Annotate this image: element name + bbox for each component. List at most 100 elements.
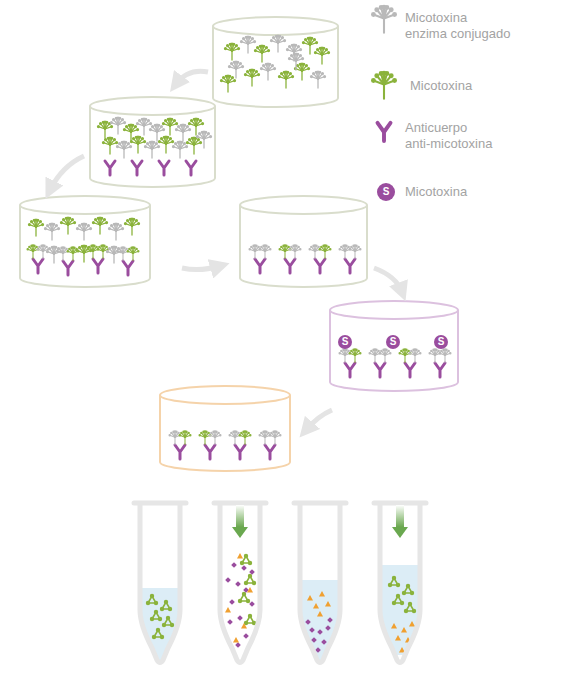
- mycotoxin-circle: [386, 335, 400, 349]
- toxin-tip: [411, 350, 412, 351]
- toxin-branch: [295, 54, 296, 61]
- toxin-tip: [179, 435, 180, 436]
- toxin-tip: [200, 142, 202, 144]
- toxin-tip: [231, 63, 233, 65]
- toxin-tip: [279, 76, 281, 78]
- green-molecule: [163, 617, 174, 627]
- toxin-branch: [301, 64, 302, 71]
- antibody-shape: [345, 363, 355, 377]
- toxin-tip: [174, 431, 175, 432]
- mycotoxin-letter: S: [337, 334, 353, 350]
- toxin-branch: [274, 432, 275, 437]
- mycotoxin-icon: [109, 223, 124, 240]
- antibody-shape: [159, 161, 169, 175]
- toxin-tip: [369, 353, 370, 354]
- toxin-tip: [251, 69, 253, 71]
- molecule-dot: [403, 592, 406, 595]
- toxin-tip: [184, 431, 185, 432]
- toxin-tip: [169, 118, 171, 120]
- mycotoxin-icon: [159, 136, 174, 153]
- mycotoxin-icon: [303, 37, 318, 54]
- toxin-tip: [258, 246, 259, 247]
- antibody-icon: [186, 161, 196, 175]
- molecule-dot: [151, 618, 154, 621]
- toxin-tip: [66, 248, 67, 249]
- toxin-tip: [291, 246, 292, 247]
- antibody-icon: [123, 261, 133, 275]
- toxin-tip: [72, 247, 73, 248]
- toxin-tip: [40, 221, 42, 223]
- toxin-tip: [127, 251, 128, 252]
- tube-outline: [300, 505, 340, 663]
- antibody-icon: [375, 363, 385, 377]
- toxin-tip: [99, 246, 100, 247]
- toxin-tip: [344, 349, 345, 350]
- toxin-tip: [148, 120, 150, 122]
- antibody-icon: [378, 123, 391, 141]
- toxin-branch: [235, 62, 236, 69]
- toxin-branch: [317, 72, 318, 79]
- tube-outline: [380, 505, 420, 663]
- toxin-tip: [131, 141, 133, 143]
- toxin-tip: [288, 246, 289, 247]
- toxin-tip: [117, 117, 119, 119]
- toxin-tip: [115, 223, 117, 225]
- toxin-branch: [278, 41, 285, 43]
- toxin-branch: [444, 350, 445, 356]
- toxin-tip: [151, 141, 153, 143]
- toxin-branch: [152, 147, 159, 149]
- toxin-branch: [254, 246, 255, 251]
- toxin-tip: [98, 249, 99, 250]
- antibody-shape: [265, 445, 275, 459]
- orange-particle: [225, 607, 231, 613]
- toxin-tip: [247, 71, 249, 73]
- toxin-tip: [289, 249, 290, 250]
- toxin-branch: [184, 432, 185, 437]
- toxin-branch: [344, 350, 345, 356]
- mycotoxin-icon: [339, 349, 351, 363]
- molecule-dot: [171, 624, 174, 627]
- mycotoxin-icon: [125, 218, 140, 235]
- toxin-branch: [255, 249, 260, 251]
- mycotoxin-icon: [97, 245, 109, 259]
- toxin-tip: [259, 249, 260, 250]
- mycotoxin-icon: [229, 61, 244, 78]
- antibody-icon: [345, 363, 355, 377]
- toxin-tip: [380, 353, 381, 354]
- mycotoxin-icon: [271, 35, 286, 52]
- mycotoxin-icon: [199, 431, 211, 445]
- toxin-tip: [221, 80, 223, 82]
- toxin-branch: [204, 432, 205, 437]
- toxin-branch: [236, 67, 243, 69]
- toxin-branch: [294, 246, 295, 251]
- toxin-branch: [83, 224, 84, 231]
- toxin-tip: [126, 126, 128, 128]
- toxin-branch: [315, 249, 320, 251]
- toxin-tip: [268, 50, 270, 52]
- toxin-stem: [354, 251, 355, 258]
- toxin-stem: [251, 77, 252, 86]
- mycotoxin-icon: [98, 121, 113, 138]
- molecule-dot: [413, 610, 416, 613]
- toxin-tip: [314, 245, 315, 246]
- toxin-branch: [231, 44, 232, 51]
- toxin-tip: [32, 245, 33, 246]
- toxin-tip: [124, 129, 126, 131]
- toxin-tip: [277, 35, 279, 37]
- toxin-tip: [96, 246, 97, 247]
- purple-particle: [229, 599, 235, 605]
- toxin-branch: [130, 125, 131, 132]
- toxin-branch: [131, 130, 138, 132]
- toxin-tip: [266, 47, 268, 49]
- toxin-tip: [90, 250, 92, 252]
- toxin-branch: [132, 248, 133, 253]
- toxin-tip: [201, 432, 202, 433]
- toxin-tip: [142, 138, 144, 140]
- toxin-tip: [210, 435, 211, 436]
- toxin-tip: [187, 142, 189, 144]
- toxin-tip: [420, 353, 421, 354]
- toxin-tip: [241, 41, 243, 43]
- toxin-tip: [444, 349, 445, 350]
- toxin-tip: [147, 143, 149, 145]
- toxin-tip: [399, 353, 400, 354]
